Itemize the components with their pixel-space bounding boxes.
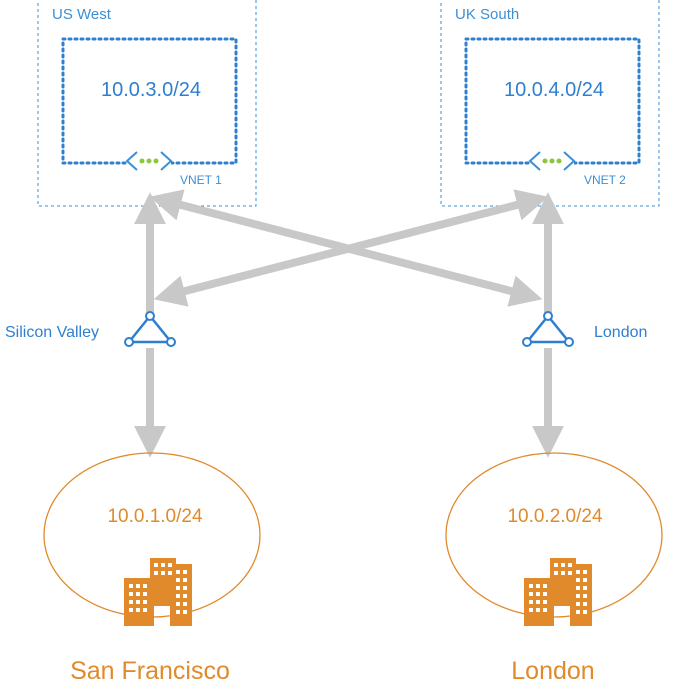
region-box-us-west bbox=[37, 0, 257, 207]
vnet-box-2 bbox=[464, 37, 641, 165]
peering-icon bbox=[125, 151, 173, 171]
site-subnet-london: 10.0.2.0/24 bbox=[507, 506, 603, 527]
city-label-san-francisco: San Francisco bbox=[70, 657, 230, 685]
vnet-box-1 bbox=[61, 37, 238, 165]
gateway-triangle-icon bbox=[124, 311, 176, 347]
site-subnet-sf: 10.0.1.0/24 bbox=[107, 506, 203, 527]
gateway-triangle-icon bbox=[522, 311, 574, 347]
region-box-uk-south bbox=[440, 0, 660, 207]
building-icon bbox=[524, 558, 592, 626]
connector-vnet2-sv bbox=[153, 189, 549, 307]
peering-icon bbox=[528, 151, 576, 171]
gateway-label-london: London bbox=[594, 324, 647, 341]
gateway-label-silicon-valley: Silicon Valley bbox=[5, 324, 99, 341]
vnet-label-1: VNET 1 bbox=[180, 173, 222, 187]
region-label-uk-south: UK South bbox=[455, 6, 519, 23]
city-label-london: London bbox=[511, 657, 594, 685]
building-icon bbox=[124, 558, 192, 626]
vnet-subnet-1: 10.0.3.0/24 bbox=[101, 79, 201, 101]
region-label-us-west: US West bbox=[52, 6, 112, 23]
vnet-label-2: VNET 2 bbox=[584, 173, 626, 187]
vnet-subnet-2: 10.0.4.0/24 bbox=[504, 79, 604, 101]
